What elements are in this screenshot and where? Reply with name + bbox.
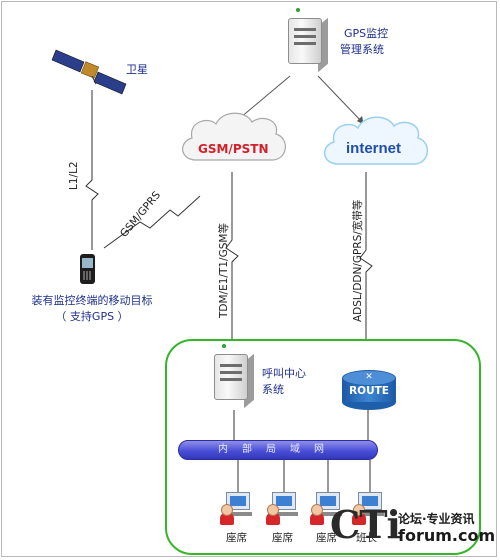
gps-to-gsm-line (239, 75, 291, 119)
seat-label-2: 座席 (272, 532, 293, 544)
router-icon: ✕ ROUTE (342, 370, 396, 410)
gps-to-internet-line (317, 75, 363, 123)
call-center-label-2: 系统 (262, 383, 284, 396)
mobile-target-label-1: 装有监控终端的移动目标 (31, 294, 153, 307)
satellite-icon (51, 49, 127, 95)
cti-forum-logo: CTi 论坛·专业资讯 forum.com (330, 502, 496, 554)
logo-line2: forum.com (398, 526, 496, 545)
mobile-target-label-2: （ 支持GPS ） (55, 310, 129, 323)
seat-workstation-icon-2 (266, 492, 300, 530)
supervisor-label: 班长 (356, 532, 377, 544)
seat-workstation-icon-1 (220, 492, 254, 530)
call-center-label-1: 呼叫中心 (262, 367, 306, 380)
adsl-link-line (359, 172, 373, 340)
lan-frame (165, 339, 481, 555)
logo-line1: 论坛·专业资讯 (398, 512, 475, 526)
satellite-link-line (85, 90, 99, 250)
internet-label: internet (346, 140, 402, 157)
seat-label-3: 座席 (316, 532, 337, 544)
gps-system-label-2: 管理系统 (340, 43, 384, 56)
seat-workstation-icon-3 (310, 492, 344, 530)
gsm-cloud-shape (182, 112, 286, 161)
tdm-label: TDM/E1/T1/GSM等 (218, 223, 230, 318)
router-label: ROUTE (349, 385, 389, 397)
satellite-label: 卫星 (126, 63, 148, 76)
seat-label-1: 座席 (226, 532, 247, 544)
gps-system-label-1: GPS监控 (344, 27, 389, 40)
gsm-gprs-link-line (103, 195, 201, 249)
logo-brand: CTi (330, 502, 401, 547)
lan-bar: 内部局域网 (178, 440, 378, 460)
gsm-pstn-label: GSM/PSTN (198, 142, 269, 156)
tdm-link-line (225, 172, 239, 340)
adsl-label: ADSL/DDN/GPRS/宽带等 (352, 199, 364, 322)
l1-l2-label: L1/L2 (68, 161, 80, 190)
internet-cloud-shape (324, 116, 428, 165)
monitor-workstation-icon (352, 492, 386, 530)
mobile-phone-icon (80, 254, 95, 284)
